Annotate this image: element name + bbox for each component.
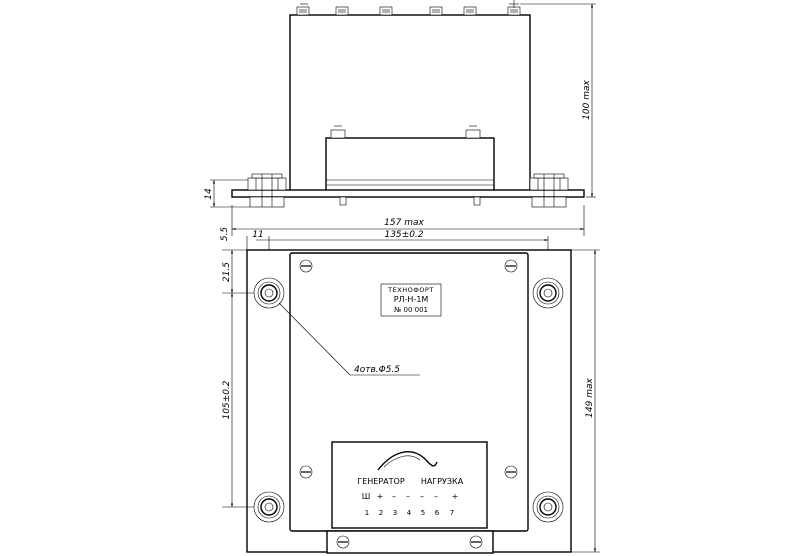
- mounting-hole-bl: [253, 491, 285, 523]
- nameplate-brand: ТЕХНОФОРТ: [387, 286, 434, 294]
- holes-callout-label: 4отв.Φ5.5: [354, 365, 400, 375]
- polarity-5: –: [434, 492, 438, 501]
- dim-overall-height-label: 100 max: [582, 80, 592, 120]
- dim-overall-width: 157 max: [231, 205, 585, 236]
- terminal-number-7: 7: [450, 509, 454, 517]
- dim-base-thickness-label: 14: [204, 188, 214, 200]
- nameplate: ТЕХНОФОРТ РЛ-Н-1М № 00 001: [380, 283, 442, 317]
- side-view: 100 max 14: [204, 0, 596, 208]
- terminal-number-1: 1: [365, 509, 369, 517]
- nameplate-model: РЛ-Н-1М: [394, 295, 429, 304]
- terminal-number-4: 4: [407, 509, 412, 517]
- polarity-4: –: [420, 492, 424, 501]
- side-boss-right: [529, 173, 569, 208]
- terminal-polarity-row: Ш + – – – – + +: [362, 492, 459, 501]
- mounting-hole-tr: [532, 277, 564, 309]
- dim-offset-x: 11: [246, 230, 264, 250]
- dim-overall-depth-label: 149 max: [585, 378, 595, 418]
- bottom-gland: [326, 530, 494, 554]
- terminal-panel: ГЕНЕРАТОР НАГРУЗКА Ш + – – – – + + 1 2 3…: [331, 441, 488, 529]
- nameplate-serial: № 00 001: [394, 306, 428, 314]
- terminal-number-row: 1 2 3 4 5 6 7: [365, 509, 454, 517]
- inner-block-screws: [330, 125, 481, 139]
- dim-overall-width-label: 157 max: [384, 218, 424, 228]
- plan-view: 157 max 135±0.2 11: [220, 205, 600, 554]
- terminal-number-5: 5: [421, 509, 425, 517]
- dim-offset-x-label: 11: [252, 230, 263, 240]
- dim-offset-y-hole: 21.5: [222, 250, 254, 294]
- side-base-plate: [231, 189, 585, 198]
- dim-offset-y-top-label: 5.5: [220, 227, 230, 242]
- side-boss-left: [247, 173, 287, 208]
- terminal-number-6: 6: [435, 509, 440, 517]
- top-screw-row: [296, 0, 521, 16]
- dim-offset-y-hole-label: 21.5: [222, 262, 232, 282]
- mounting-hole-br: [532, 491, 564, 523]
- holes-callout: 4отв.Φ5.5: [278, 302, 420, 376]
- dim-base-thickness: 14: [204, 179, 250, 208]
- dim-hole-spacing-x-label: 135±0.2: [384, 230, 423, 240]
- polarity-7: +: [452, 492, 459, 501]
- polarity-3: –: [406, 492, 410, 501]
- polarity-2: –: [392, 492, 396, 501]
- terminal-number-3: 3: [393, 509, 397, 517]
- dim-overall-depth: 149 max: [571, 249, 600, 553]
- dim-hole-spacing-y: 105±0.2: [222, 293, 254, 508]
- polarity-0: Ш: [362, 492, 371, 501]
- terminal-number-2: 2: [379, 509, 383, 517]
- dim-overall-height: 100 max: [520, 3, 596, 198]
- polarity-1: +: [377, 492, 384, 501]
- logo-swoosh-icon: [377, 451, 438, 471]
- terminal-label-load: НАГРУЗКА: [421, 477, 464, 486]
- dim-offset-y-top: 5.5: [220, 227, 247, 251]
- dim-hole-spacing-y-label: 105±0.2: [222, 380, 232, 419]
- side-inner-block: [325, 137, 495, 192]
- terminal-label-generator: ГЕНЕРАТОР: [357, 477, 404, 486]
